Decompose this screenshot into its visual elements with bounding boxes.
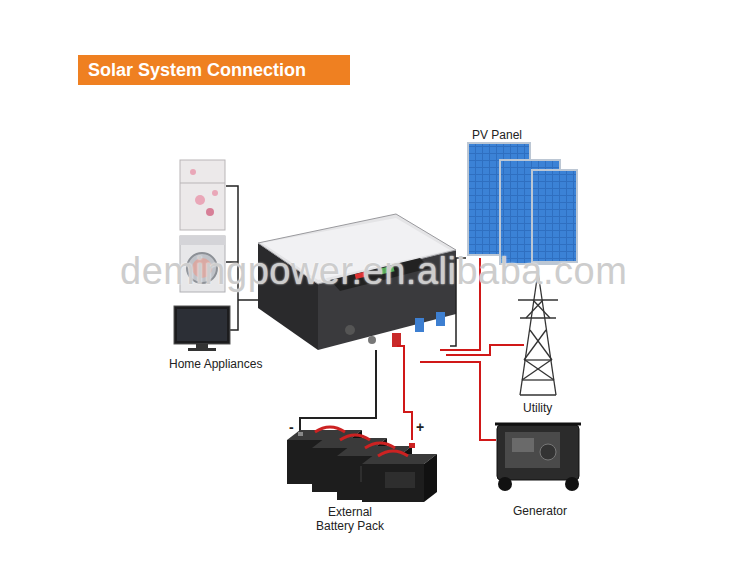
part-label: Utility: [523, 401, 552, 415]
utility-wire: [446, 345, 524, 355]
battery-negative-wire: [300, 350, 376, 433]
polarity-mark: -: [289, 418, 294, 436]
battery-positive-wire: [397, 346, 412, 440]
title: Solar System Connection: [88, 55, 340, 85]
polarity-mark: +: [416, 418, 424, 436]
television: [174, 306, 230, 351]
battery-pack: [287, 427, 437, 502]
watermark: demingpower.en.alibaba.com: [120, 250, 627, 292]
part-label: PV Panel: [472, 128, 522, 142]
part-label: Generator: [513, 504, 567, 518]
title-banner: Solar System Connection: [78, 55, 350, 85]
part-label: Home Appliances: [169, 357, 262, 371]
generator-wire: [420, 362, 496, 440]
fridge: [180, 160, 225, 230]
pv-panels: [468, 143, 577, 264]
generator: [495, 424, 581, 491]
part-label: External Battery Pack: [308, 505, 392, 533]
